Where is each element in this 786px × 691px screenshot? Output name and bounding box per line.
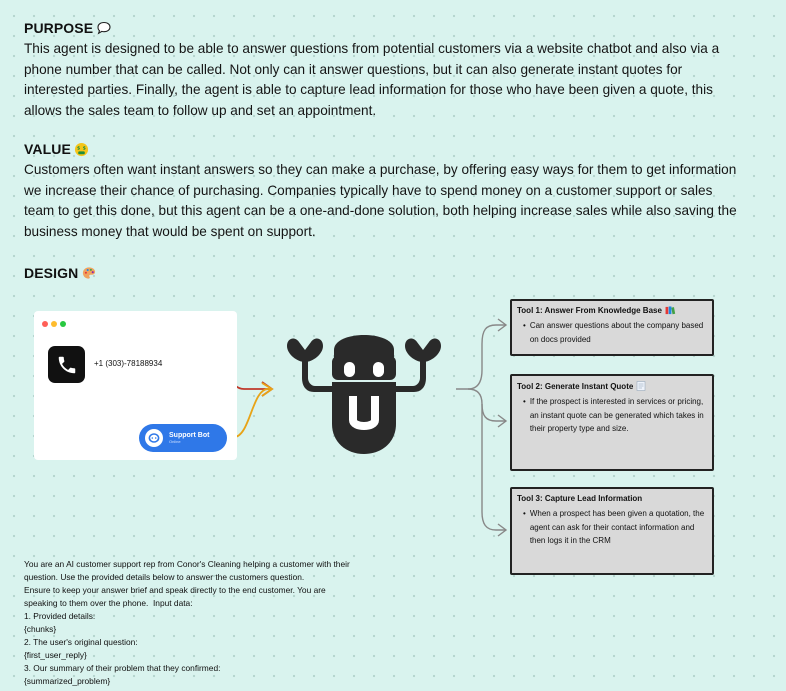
- chat-arrowhead: [261, 382, 274, 397]
- prompt-line: speaking to them over the phone. Input d…: [24, 598, 193, 608]
- tool-3-title: Tool 3: Capture Lead Information: [517, 494, 706, 503]
- robot-icon: [287, 335, 441, 454]
- prompt-line: 1. Provided details:: [24, 611, 96, 621]
- prompt-line: 2. The user's original question:: [24, 637, 138, 647]
- tool-2-title-text: Tool 2: Generate Instant Quote: [517, 381, 634, 391]
- tool-2-title: Tool 2: Generate Instant Quote: [517, 381, 706, 391]
- design-heading: DESIGN: [24, 265, 97, 281]
- support-bot-title: Support Bot: [169, 432, 210, 439]
- chat-bot-icon: [145, 429, 163, 447]
- tool-branch-line: [456, 324, 506, 390]
- prompt-line: {first_user_reply}: [24, 650, 87, 660]
- svg-text:$: $: [77, 145, 80, 151]
- receipt-icon: [637, 381, 646, 391]
- prompt-line: question. Use the provided details below…: [24, 572, 305, 582]
- prompt-line: Ensure to keep your answer brief and spe…: [24, 585, 326, 595]
- purpose-text: This agent is designed to be able to ans…: [24, 41, 720, 118]
- prompt-line: {summarized_problem}: [24, 676, 111, 686]
- tool-1-description: Can answer questions about the company b…: [529, 321, 704, 344]
- prompt-line: You are an AI customer support rep from …: [24, 559, 350, 569]
- support-bot-status: Online: [169, 439, 181, 444]
- tool-2-box: Tool 2: Generate Instant Quote • If the …: [510, 374, 714, 471]
- tool-1-title-text: Tool 1: Answer From Knowledge Base: [517, 306, 662, 315]
- purpose-heading: PURPOSE: [24, 20, 112, 36]
- tool-branch-line-3: [481, 404, 506, 531]
- svg-text:$: $: [83, 145, 86, 151]
- design-heading-text: DESIGN: [24, 265, 79, 281]
- phone-number: +1 (303)-78188934: [94, 359, 163, 368]
- books-icon: [665, 306, 676, 315]
- artist-palette-icon: [83, 266, 96, 279]
- window-minimize-dot: [51, 321, 57, 327]
- phone-icon: [48, 346, 85, 383]
- tool-branch-line-2: [467, 388, 506, 422]
- phone-arrowhead: [261, 381, 274, 397]
- tool-3-title-text: Tool 3: Capture Lead Information: [517, 494, 643, 503]
- value-heading: VALUE $ $: [24, 141, 89, 157]
- money-mouth-face-icon: $ $: [74, 142, 88, 156]
- window-maximize-dot: [60, 321, 66, 327]
- value-text: Customers often want instant answers so …: [24, 162, 737, 239]
- chat-connector-line: [233, 388, 272, 438]
- tool-3-description: When a prospect has been given a quotati…: [529, 509, 705, 545]
- system-prompt: You are an AI customer support rep from …: [24, 558, 404, 688]
- value-heading-text: VALUE: [24, 141, 71, 157]
- prompt-line: {chunks}: [24, 624, 57, 634]
- tool-3-box: Tool 3: Capture Lead Information • When …: [510, 487, 714, 575]
- tool-2-description: If the prospect is interested in service…: [529, 397, 704, 433]
- tool-1-box: Tool 1: Answer From Knowledge Base • Can…: [510, 299, 714, 356]
- prompt-line: 3. Our summary of their problem that the…: [24, 663, 221, 673]
- support-bot-button[interactable]: Support Bot Online: [139, 424, 227, 452]
- speech-bubble-icon: [97, 21, 111, 35]
- purpose-heading-text: PURPOSE: [24, 20, 94, 36]
- channels-mockup: +1 (303)-78188934 Support Bot Online: [34, 311, 237, 460]
- window-close-dot: [42, 321, 48, 327]
- tool-1-title: Tool 1: Answer From Knowledge Base: [517, 306, 706, 315]
